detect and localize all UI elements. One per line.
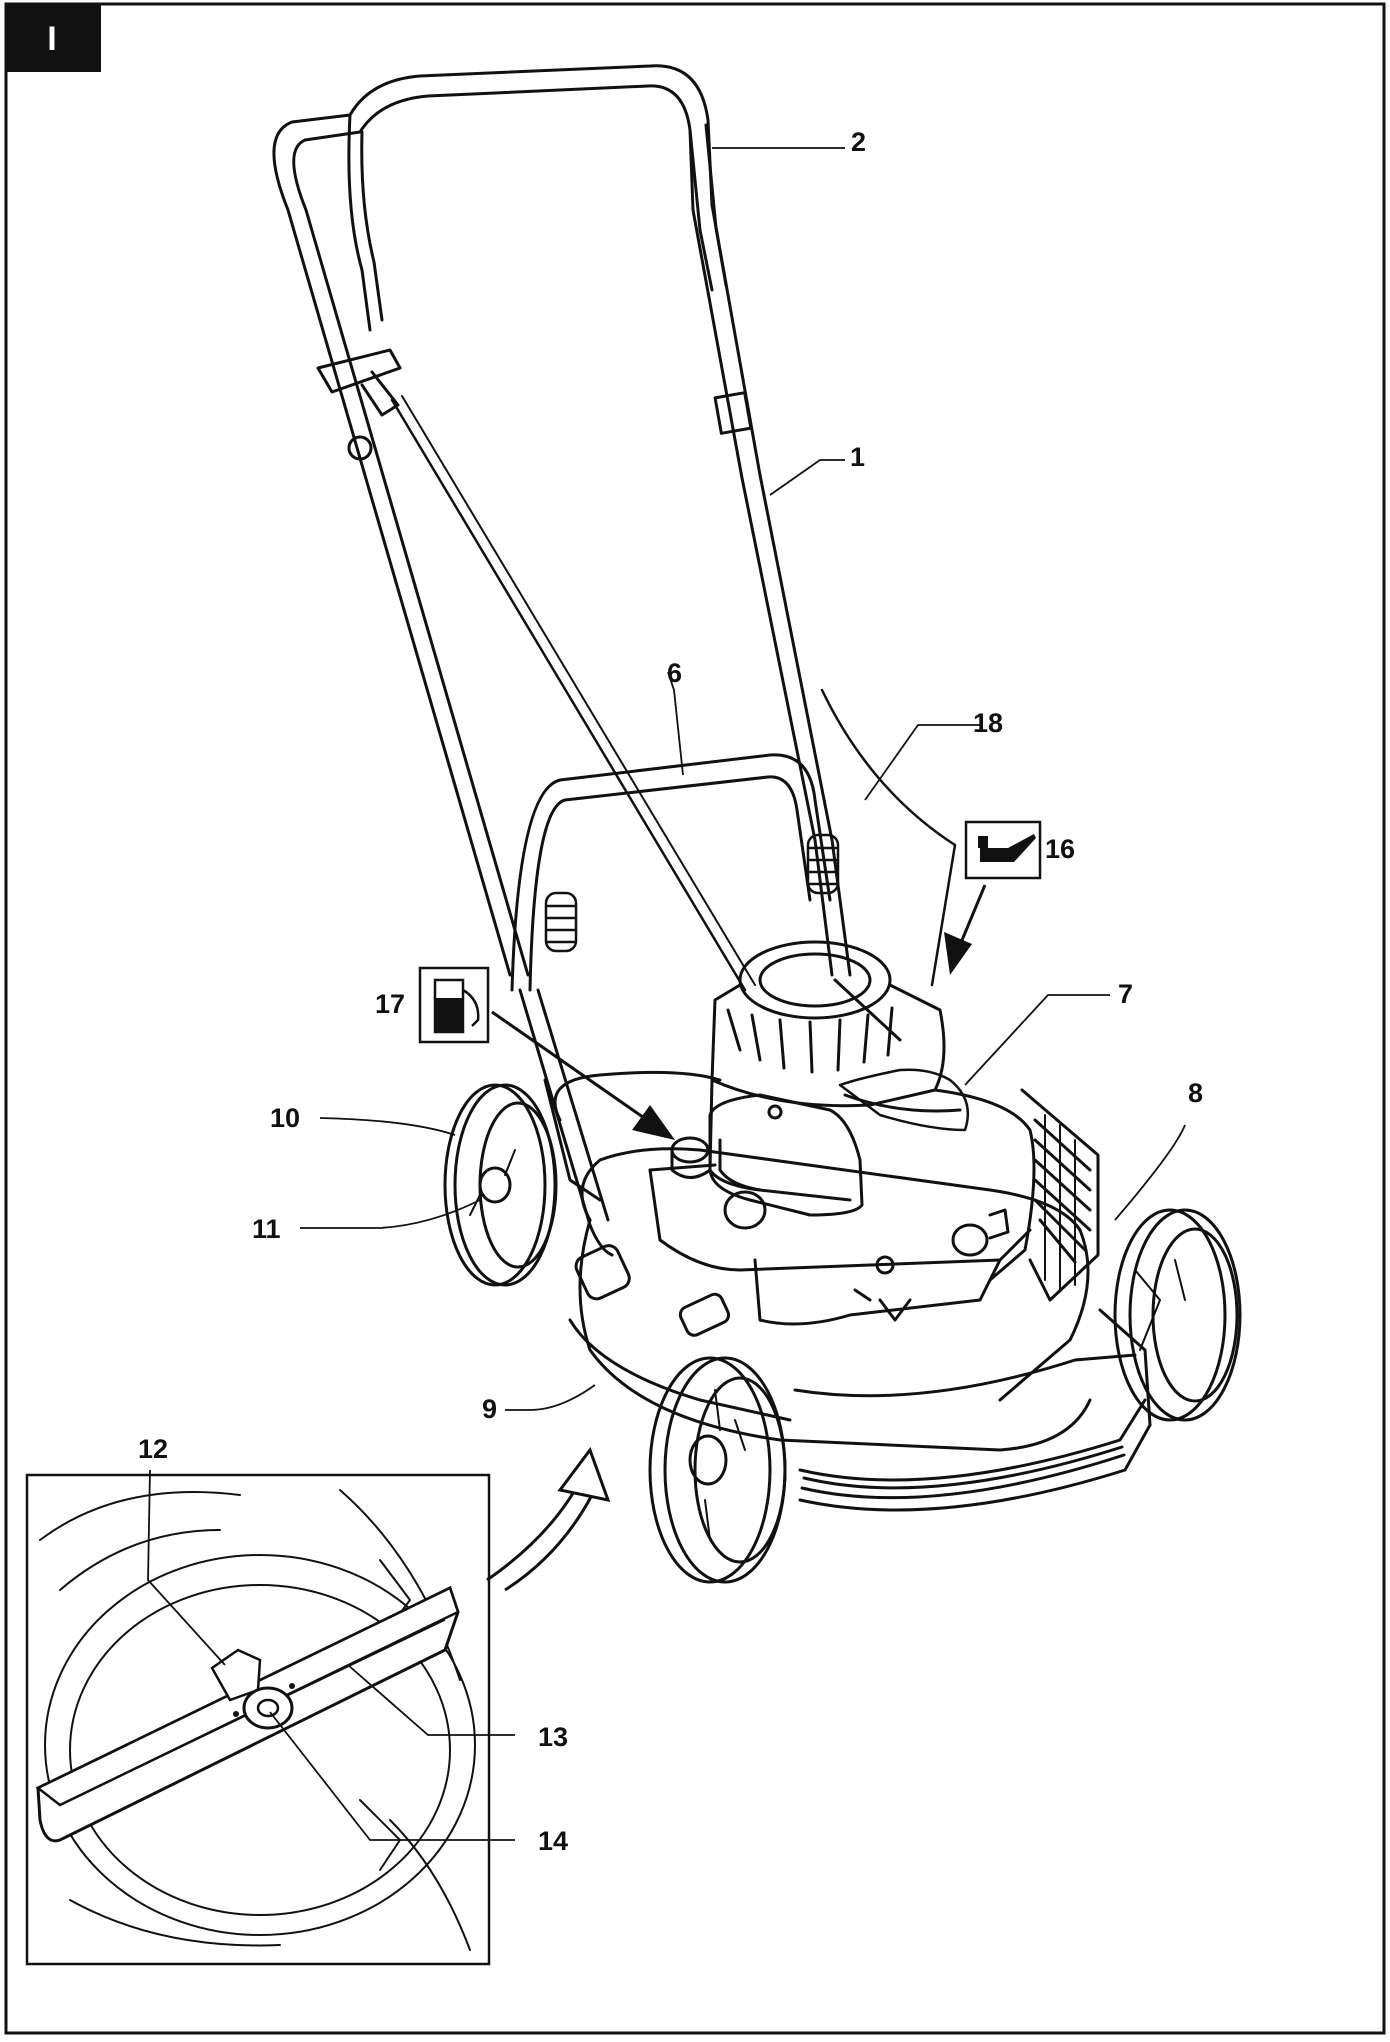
leader-6	[667, 671, 684, 776]
callout-13: 13	[538, 1722, 568, 1752]
leader-13	[347, 1664, 515, 1736]
section-tab-label: I	[47, 20, 56, 58]
fuel-pump-icon	[418, 966, 490, 1044]
callout-8: 8	[1188, 1078, 1203, 1108]
wheel-rear-right	[1113, 1208, 1242, 1422]
arrow-head-fuel	[632, 1105, 675, 1140]
callout-1: 1	[850, 442, 865, 472]
leader-8	[1114, 1124, 1186, 1221]
page-border	[4, 2, 1386, 2035]
callout-7: 7	[1118, 979, 1133, 1009]
leader-18	[864, 724, 980, 801]
section-tab: I	[6, 4, 101, 72]
callout-16: 16	[1045, 834, 1075, 864]
wheel-rear-left	[443, 1083, 558, 1287]
leader-10	[319, 1117, 456, 1136]
leader-lines	[300, 147, 1186, 1411]
pointer-arrows	[491, 884, 987, 1140]
callout-18: 18	[973, 708, 1003, 738]
leader-1	[769, 459, 845, 496]
callout-2: 2	[851, 127, 866, 157]
engine	[648, 940, 1100, 1326]
leader-7	[964, 994, 1110, 1086]
oil-can-icon	[964, 820, 1042, 880]
callout-9: 9	[482, 1394, 497, 1424]
wheel-front-left	[648, 1356, 787, 1584]
callout-6: 6	[667, 658, 682, 688]
callout-labels: 1 2 6 7 8 9 10 11 12 13 14 16 17 18	[138, 127, 1203, 1856]
blade-bolt	[210, 1648, 295, 1730]
callout-10: 10	[270, 1103, 300, 1133]
callout-12: 12	[138, 1434, 168, 1464]
mower-deck	[543, 1070, 1152, 1512]
leader-11	[300, 1199, 481, 1229]
arrow-head-oil	[944, 932, 972, 975]
callout-11: 11	[252, 1214, 281, 1244]
leader-14	[269, 1711, 515, 1841]
handle-assembly	[272, 64, 957, 1337]
callout-14: 14	[538, 1826, 568, 1856]
blade-detail-inset	[25, 1469, 515, 1966]
leader-9	[505, 1384, 596, 1411]
callout-17: 17	[375, 989, 405, 1019]
curved-arrow-icon	[486, 1446, 611, 1592]
leader-12	[147, 1469, 226, 1666]
